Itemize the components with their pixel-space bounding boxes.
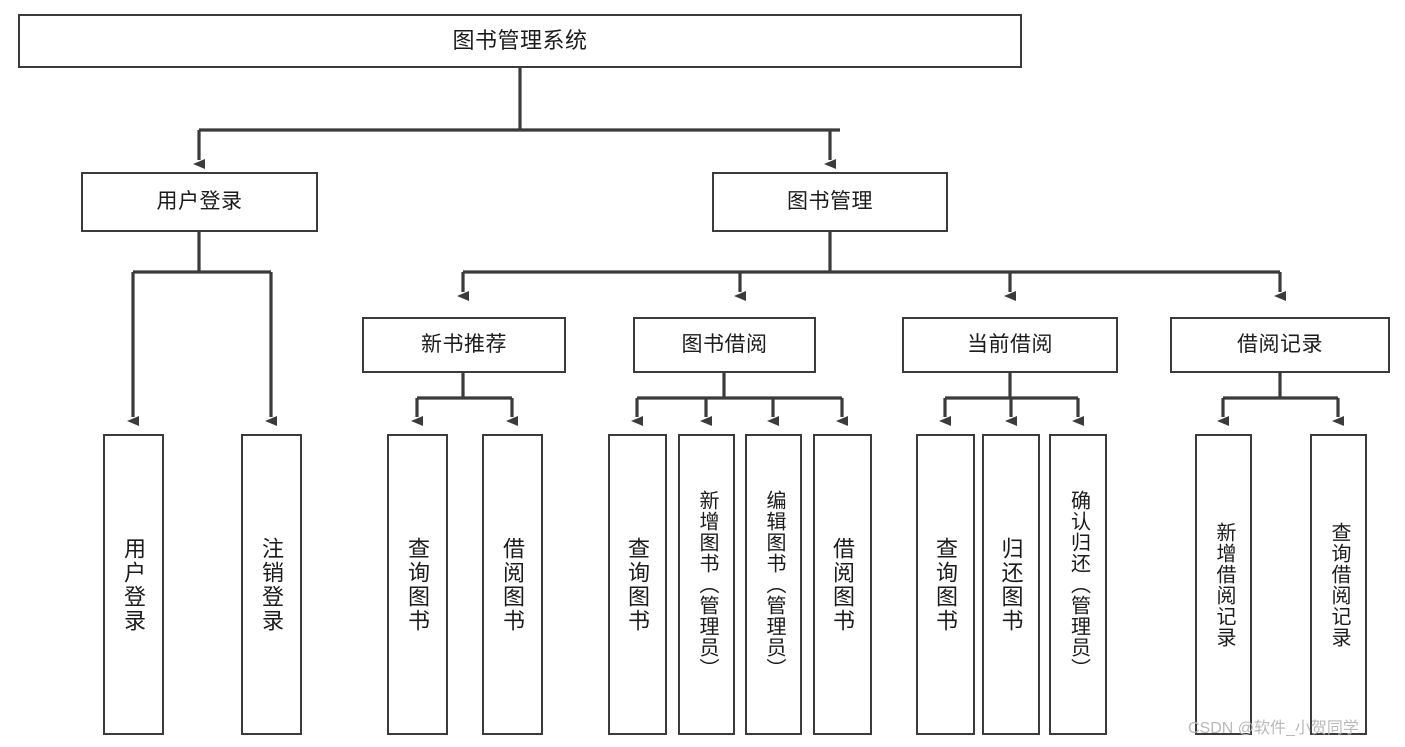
node-book-management[interactable]: 图书管理	[712, 172, 948, 232]
node-label: 新书推荐	[421, 332, 507, 356]
leaf-edit-book-admin[interactable]: 编辑图书（管理员）	[745, 434, 802, 735]
leaf-borrow-book[interactable]: 借阅图书	[813, 434, 872, 735]
node-label: 确认归还（管理员）	[1067, 490, 1090, 679]
node-label: 用户登录	[121, 536, 147, 633]
leaf-add-borrow-record[interactable]: 新增借阅记录	[1195, 434, 1252, 735]
leaf-query-book-new[interactable]: 查询图书	[387, 434, 448, 735]
node-label: 查询图书	[933, 536, 959, 633]
leaf-query-book-borrow[interactable]: 查询图书	[608, 434, 667, 735]
node-book-borrow[interactable]: 图书借阅	[633, 317, 816, 373]
node-new-book-recommend[interactable]: 新书推荐	[362, 317, 566, 373]
node-label: 注销登录	[259, 536, 285, 633]
node-label: 查询图书	[625, 536, 651, 633]
node-label: 编辑图书（管理员）	[763, 490, 785, 679]
leaf-query-book-current[interactable]: 查询图书	[916, 434, 975, 735]
node-current-borrow[interactable]: 当前借阅	[902, 317, 1118, 373]
node-label: 借阅记录	[1237, 332, 1323, 356]
node-root-system[interactable]: 图书管理系统	[18, 14, 1022, 68]
node-label: 借阅图书	[830, 536, 856, 633]
csdn-watermark: CSDN @软件_小贺同学	[1188, 720, 1359, 737]
leaf-confirm-return-admin[interactable]: 确认归还（管理员）	[1049, 434, 1107, 735]
node-label: 归还图书	[998, 536, 1024, 633]
node-label: 图书借阅	[681, 332, 768, 356]
node-borrow-records[interactable]: 借阅记录	[1170, 317, 1390, 373]
leaf-return-book[interactable]: 归还图书	[982, 434, 1040, 735]
leaf-logout[interactable]: 注销登录	[241, 434, 302, 735]
node-label: 查询借阅记录	[1328, 521, 1350, 648]
node-label: 当前借阅	[967, 332, 1053, 356]
node-user-login[interactable]: 用户登录	[81, 172, 318, 232]
leaf-query-borrow-record[interactable]: 查询借阅记录	[1310, 434, 1367, 735]
node-label: 图书管理	[787, 189, 873, 213]
leaf-user-login[interactable]: 用户登录	[103, 434, 164, 735]
node-label: 用户登录	[156, 189, 243, 213]
node-label: 借阅图书	[500, 536, 526, 633]
node-label: 新增借阅记录	[1213, 521, 1235, 648]
leaf-add-book-admin[interactable]: 新增图书（管理员）	[678, 434, 735, 735]
leaf-borrow-book-new[interactable]: 借阅图书	[482, 434, 543, 735]
node-label: 图书管理系统	[452, 28, 588, 54]
node-label: 查询图书	[405, 536, 431, 633]
node-label: 新增图书（管理员）	[696, 490, 718, 679]
